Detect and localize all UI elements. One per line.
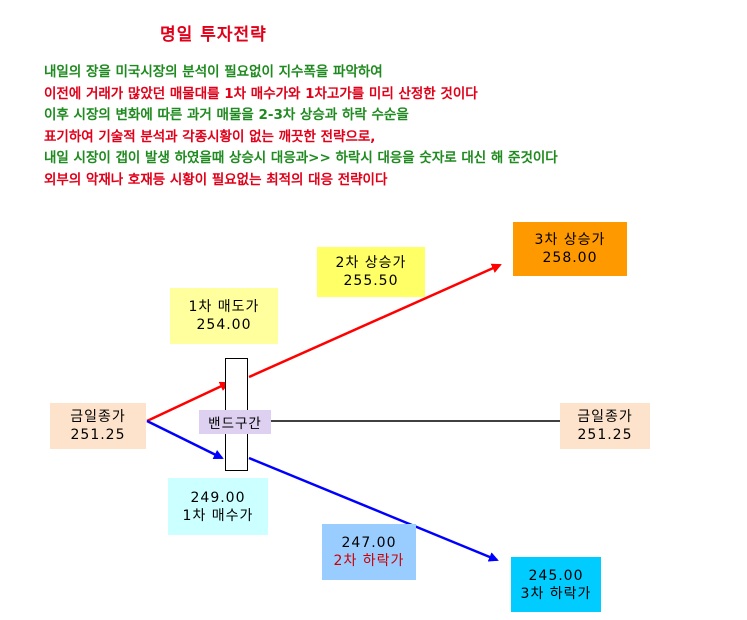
description-line: 이전에 거래가 많았던 매물대를 1차 매수가와 1차고가를 미리 산정한 것이… bbox=[44, 85, 478, 102]
sell1-box: 1차 매도가 254.00 bbox=[170, 288, 278, 344]
buy1-box: 249.00 1차 매수가 bbox=[168, 478, 268, 535]
description-line: 외부의 악재나 호재등 시황이 필요없는 최적의 대응 전략이다 bbox=[44, 171, 388, 188]
rise3-label: 3차 상승가 bbox=[534, 232, 606, 248]
close-left-value: 251.25 bbox=[70, 427, 126, 443]
sell1-value: 254.00 bbox=[196, 317, 252, 333]
rise-arrow-long bbox=[248, 263, 502, 379]
fall3-label: 3차 하락가 bbox=[520, 585, 592, 602]
fall3-value: 245.00 bbox=[528, 567, 584, 584]
close-right-value: 251.25 bbox=[577, 427, 633, 443]
description-line: 표기하여 기술적 분석과 각종시황이 없는 깨끗한 전략으로, bbox=[44, 128, 376, 145]
close-left-box: 금일종가 251.25 bbox=[50, 403, 146, 449]
rise2-label: 2차 상승가 bbox=[335, 255, 407, 271]
rise3-value: 258.00 bbox=[542, 250, 598, 266]
close-left-label: 금일종가 bbox=[70, 409, 126, 425]
fall-arrow-short bbox=[146, 419, 224, 460]
description-line: 내일 시장이 갭이 발생 하였을때 상승시 대응과>> 하락시 대응을 숫자로 … bbox=[44, 150, 558, 166]
fall2-box: 247.00 2차 하락가 bbox=[322, 524, 416, 580]
rise2-value: 255.50 bbox=[343, 273, 399, 289]
fall-arrow-long bbox=[248, 456, 499, 562]
fall3-box: 245.00 3차 하락가 bbox=[511, 557, 601, 612]
description-line: 이후 시장의 변화에 따른 과거 매물을 2-3차 상승과 하락 수순을 bbox=[44, 107, 409, 123]
sell1-label: 1차 매도가 bbox=[188, 299, 260, 315]
rise2-box: 2차 상승가 255.50 bbox=[317, 247, 425, 297]
band-label: 밴드구간 bbox=[199, 410, 271, 434]
strategy-description: 내일의 장을 미국시장의 분석이 필요없이 지수폭을 파악하여 이전에 거래가 … bbox=[44, 62, 558, 191]
description-line: 내일의 장을 미국시장의 분석이 필요없이 지수폭을 파악하여 bbox=[44, 64, 383, 80]
rise-arrow-short bbox=[146, 381, 230, 423]
fall2-label: 2차 하락가 bbox=[333, 553, 405, 569]
close-right-label: 금일종가 bbox=[577, 409, 633, 425]
fall2-value: 247.00 bbox=[341, 535, 397, 551]
page-title: 명일 투자전략 bbox=[160, 25, 267, 45]
close-right-box: 금일종가 251.25 bbox=[560, 403, 650, 449]
rise3-box: 3차 상승가 258.00 bbox=[513, 222, 627, 276]
buy1-label: 1차 매수가 bbox=[182, 507, 254, 524]
buy1-value: 249.00 bbox=[190, 489, 246, 506]
